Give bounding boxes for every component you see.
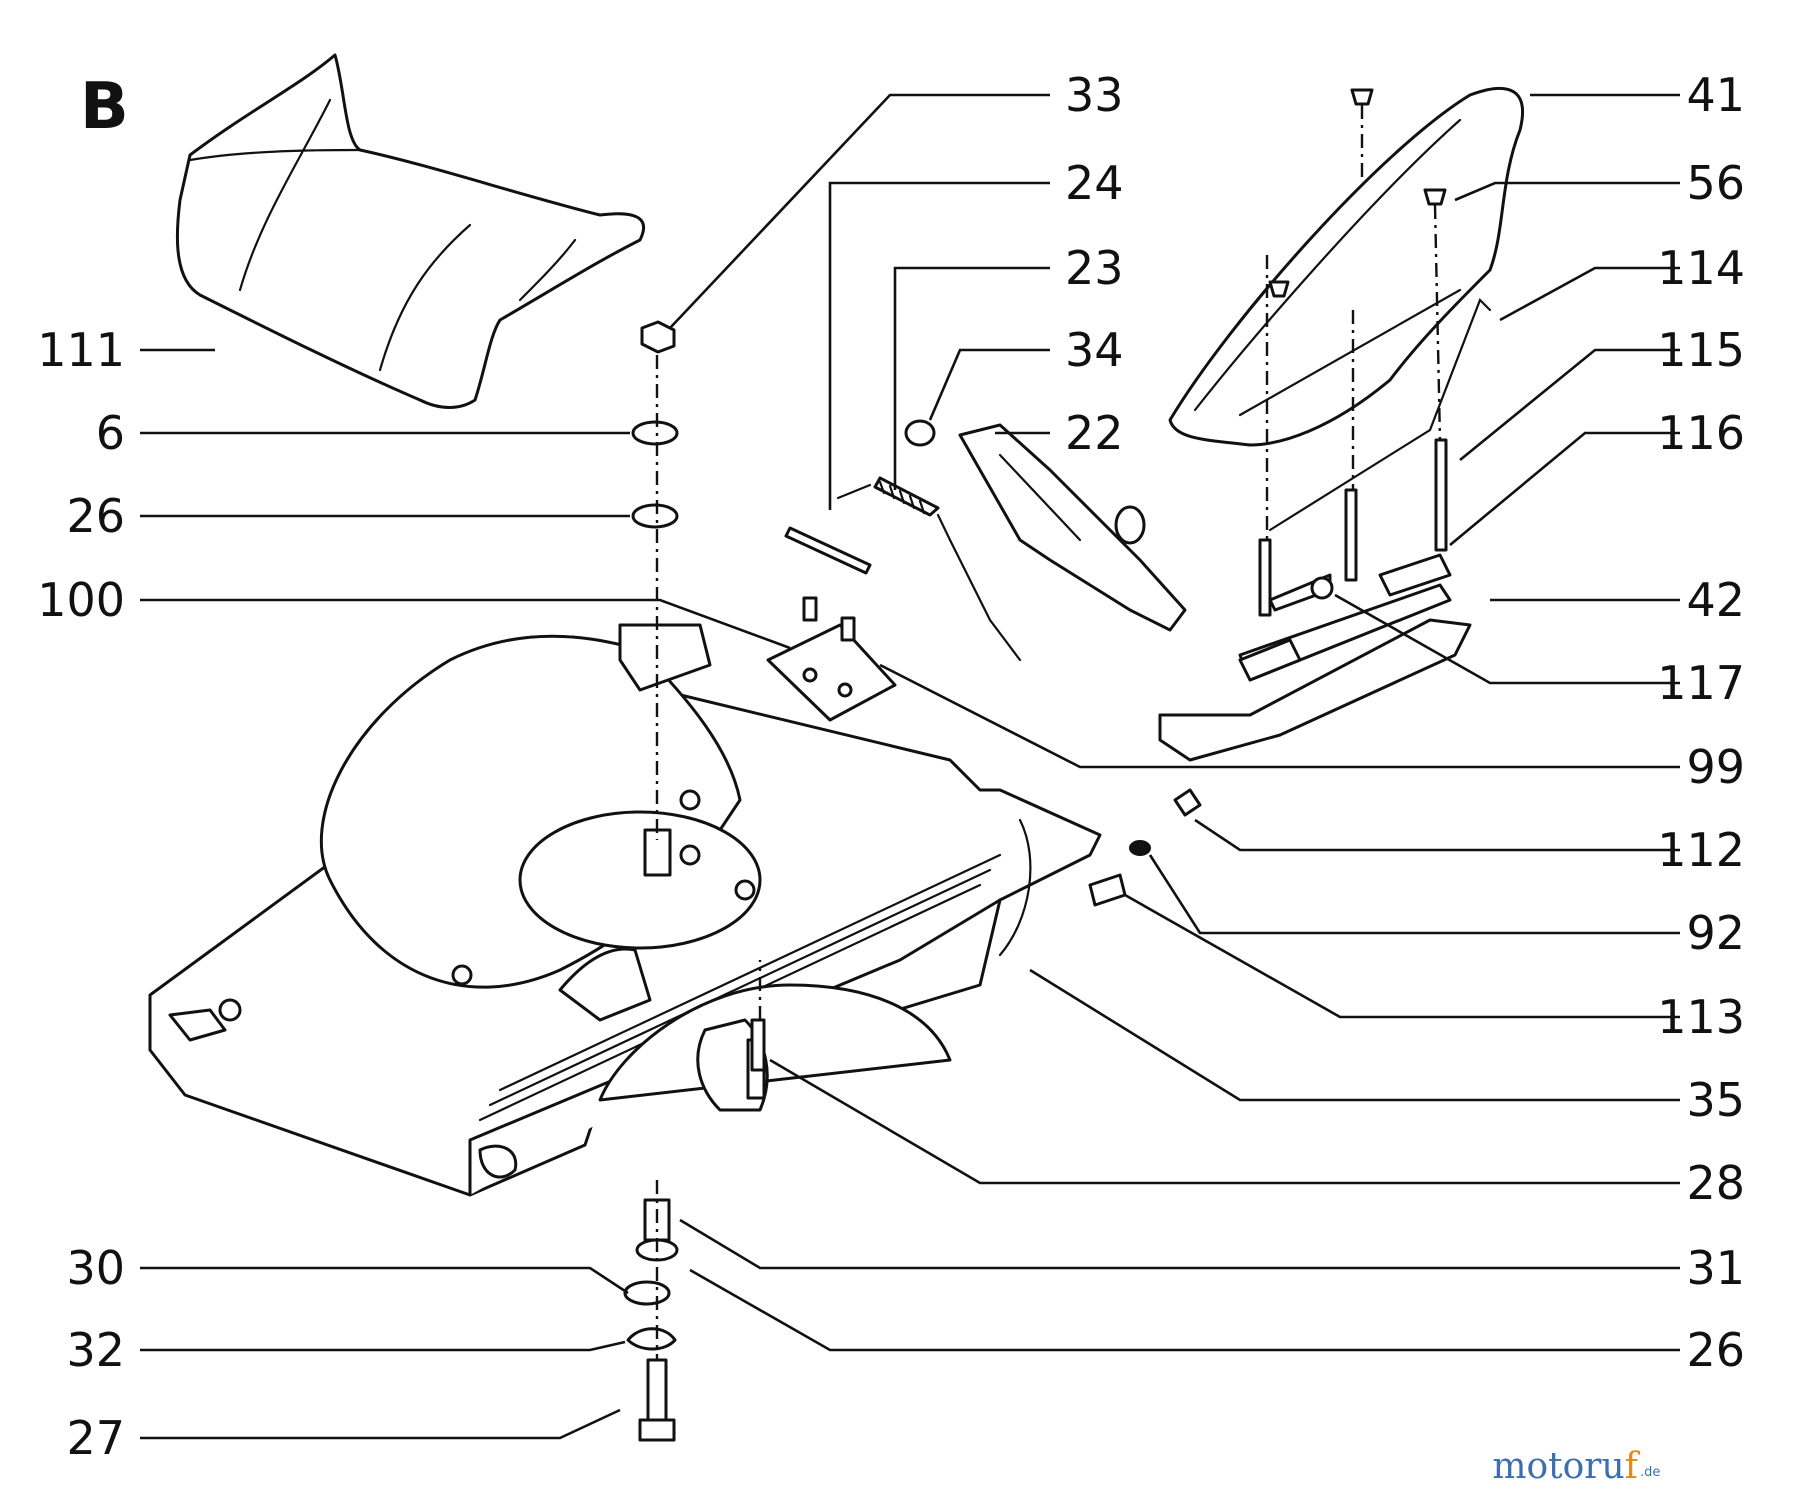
label-114: 114	[1657, 241, 1745, 295]
label-113: 113	[1657, 990, 1745, 1044]
part-22-lever	[958, 423, 1187, 632]
part-41-cover	[1168, 86, 1525, 447]
part-23-spring	[836, 476, 1022, 662]
label-99: 99	[1686, 740, 1745, 794]
label-111: 111	[37, 323, 125, 377]
label-27: 27	[66, 1411, 125, 1465]
part-112-screw	[1173, 788, 1202, 817]
label-100: 100	[37, 573, 125, 627]
part-6-washer	[631, 420, 679, 446]
part-92-washer	[1129, 840, 1151, 856]
cover-screws	[1258, 88, 1448, 617]
upper-fastener-stack	[631, 320, 679, 529]
lower-fastener-stack	[623, 1198, 679, 1442]
part-26-washer	[631, 503, 679, 529]
section-letter: B	[80, 70, 129, 144]
part-32-lockwasher	[626, 1327, 677, 1351]
leader-lines	[140, 93, 1680, 1440]
label-34: 34	[1065, 323, 1124, 377]
part-111-cover	[175, 53, 646, 409]
part-34-fitting	[904, 419, 936, 447]
label-35: 35	[1686, 1073, 1745, 1127]
label-116: 116	[1657, 406, 1745, 460]
part-99-plate	[766, 596, 897, 722]
part-42-rail	[1158, 573, 1472, 762]
label-32: 32	[66, 1323, 125, 1377]
label-30: 30	[66, 1241, 125, 1295]
part-24-rod	[784, 526, 872, 575]
label-28: 28	[1686, 1156, 1745, 1210]
watermark-part2: f	[1625, 1446, 1641, 1487]
label-31: 31	[1686, 1241, 1745, 1295]
label-42: 42	[1686, 573, 1745, 627]
right-side-fasteners	[1088, 788, 1202, 907]
label-56: 56	[1686, 156, 1745, 210]
label-22: 22	[1065, 406, 1124, 460]
label-117: 117	[1657, 656, 1745, 710]
label-26-upper: 26	[66, 489, 125, 543]
label-33: 33	[1065, 68, 1124, 122]
label-112: 112	[1657, 823, 1745, 877]
part-28-bolt	[750, 1018, 766, 1072]
svg-text:motoruf: motoruf	[1492, 1446, 1640, 1487]
part-113-clip	[1088, 873, 1127, 907]
label-115: 115	[1657, 323, 1745, 377]
label-24: 24	[1065, 156, 1124, 210]
part-30-washer	[623, 1280, 671, 1306]
rods-brackets	[1238, 298, 1492, 682]
label-26-lower: 26	[1686, 1323, 1745, 1377]
part-35-bracket	[998, 818, 1032, 957]
label-6: 6	[96, 406, 125, 460]
label-92: 92	[1686, 906, 1745, 960]
assembly-axes	[655, 105, 1442, 1360]
mower-deck	[148, 623, 1102, 1197]
part-33-nut	[640, 320, 676, 354]
part-27-bolt	[646, 1358, 668, 1422]
label-41: 41	[1686, 68, 1745, 122]
watermark-suffix: .de	[1640, 1465, 1660, 1480]
label-23: 23	[1065, 241, 1124, 295]
watermark-part1: motoru	[1492, 1446, 1624, 1487]
watermark: motoruf .de	[1492, 1446, 1660, 1487]
